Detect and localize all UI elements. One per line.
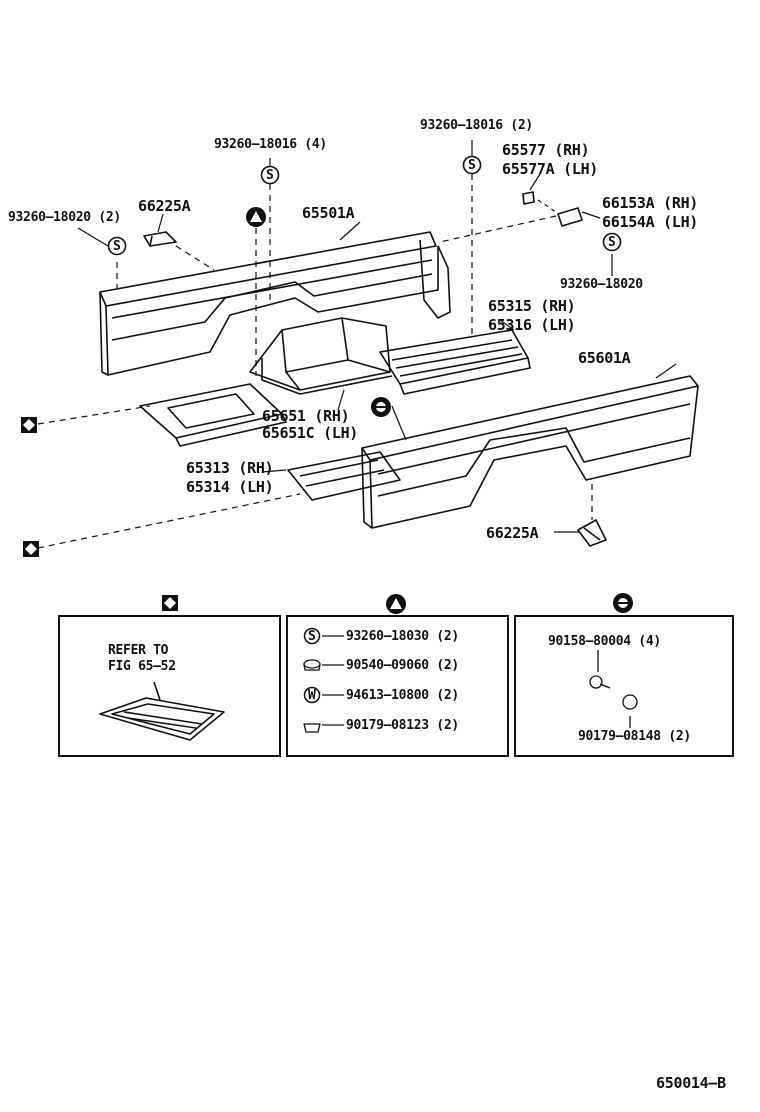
callout-66225a-bottom: 66225A [486, 524, 539, 542]
tire-well-housing [249, 317, 393, 395]
triangle-key-icon [386, 594, 406, 614]
s-washer-symbol [303, 627, 321, 645]
callout-66154a-lh: 66154A (LH) [602, 213, 699, 231]
diamond-key-icon [23, 541, 39, 557]
s-washer-symbol [260, 165, 280, 185]
callout-65314-lh: 65314 (LH) [186, 478, 274, 496]
floor-mat-drawing [99, 681, 225, 741]
rear-floor-65315 [379, 329, 531, 395]
diamond-key-icon [21, 417, 37, 433]
callout-93260-18020-2: 93260–18020 (2) [8, 210, 121, 225]
bracket-66225a-bottom [577, 519, 607, 547]
callout-65316-lh: 65316 (LH) [488, 316, 576, 334]
fastener-part-number: 90179–08123 (2) [346, 718, 459, 733]
s-washer-symbol [107, 236, 127, 256]
hinge-66153a [557, 207, 583, 227]
fastener-part-number: 90540–09060 (2) [346, 658, 459, 673]
front-panel-65501a [99, 231, 451, 376]
callout-93260-18020: 93260–18020 [560, 277, 643, 292]
callout-65651-rh: 65651 (RH) [262, 407, 350, 425]
side-panel-65601a [361, 375, 699, 529]
callout-65577-rh: 65577 (RH) [502, 141, 590, 159]
callout-65313-rh: 65313 (RH) [186, 459, 274, 477]
panel-circle-fasteners [589, 650, 638, 728]
figure-code: 650014–B [656, 1074, 726, 1092]
w-washer-symbol [303, 686, 321, 704]
detail-panel-diamond [58, 615, 281, 757]
callout-93260-18016-2: 93260–18016 (2) [420, 118, 533, 133]
w-symbol-letter: W [308, 688, 316, 703]
s-symbol-letter: S [608, 235, 616, 250]
s-symbol-letter: S [468, 158, 476, 173]
floor-65313 [287, 451, 401, 501]
fastener-part-number: 93260–18030 (2) [346, 629, 459, 644]
callout-65501a: 65501A [302, 204, 355, 222]
callout-65601a: 65601A [578, 349, 631, 367]
figure-reference-label: FIG 65–52 [108, 659, 176, 674]
circle-key-icon [371, 397, 391, 417]
callout-65651c-lh: 65651C (LH) [262, 424, 359, 442]
s-symbol-letter: S [266, 168, 274, 183]
clip-65577 [522, 191, 535, 205]
diamond-key-icon [162, 595, 178, 611]
detail-panel-triangle [286, 615, 509, 757]
s-washer-symbol [462, 155, 482, 175]
s-symbol-letter: S [113, 239, 121, 254]
s-symbol-letter: S [308, 629, 316, 644]
callout-66225a-top: 66225A [138, 197, 191, 215]
panel-triangle-fasteners [303, 635, 344, 733]
callout-65315-rh: 65315 (RH) [488, 297, 576, 315]
fastener-part-number: 94613–10800 (2) [346, 688, 459, 703]
detail-panel-circle [514, 615, 734, 757]
floor-plate-65651 [139, 383, 287, 447]
bracket-66225a-top [143, 231, 177, 247]
s-washer-symbol [602, 232, 622, 252]
leader-lines [37, 140, 677, 549]
circle-key-icon [613, 593, 633, 613]
screw-part-number: 90158–80004 (4) [548, 634, 661, 649]
nut-part-number: 90179–08148 (2) [578, 729, 691, 744]
triangle-key-icon [246, 207, 266, 227]
callout-65577a-lh: 65577A (LH) [502, 160, 599, 178]
callout-66153a-rh: 66153A (RH) [602, 194, 699, 212]
refer-to-label: REFER TO [108, 643, 169, 658]
callout-93260-18016-4: 93260–18016 (4) [214, 137, 327, 152]
